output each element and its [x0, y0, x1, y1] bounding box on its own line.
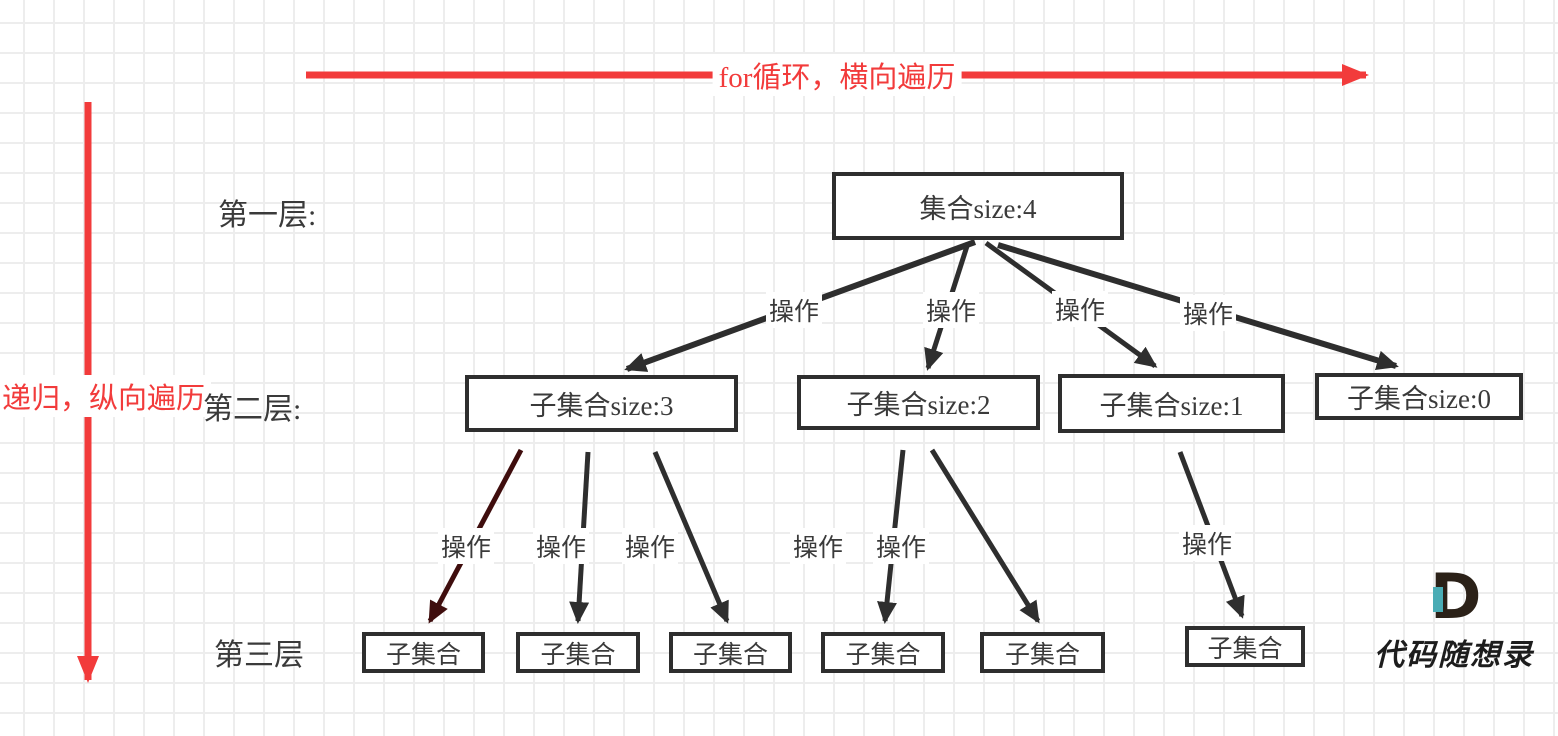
edge-label-operation-2: 操作: [922, 292, 980, 328]
edge-label-operation-5: 操作: [437, 528, 495, 564]
recursion-label: 递归，纵向遍历: [0, 375, 212, 417]
node-subset-size0: 子集合size:0: [1315, 373, 1523, 420]
layer3-label: 第三层: [214, 639, 304, 672]
node-subset-3: 子集合: [669, 632, 792, 673]
edge-size3-to-sub3: [652, 451, 730, 624]
edge-label-operation-7: 操作: [621, 528, 679, 564]
edge-label-operation-3: 操作: [1051, 291, 1109, 327]
node-subset-6: 子集合: [1185, 626, 1305, 667]
for-loop-label: for循环，横向遍历: [712, 54, 962, 96]
node-subset-1: 子集合: [362, 632, 485, 673]
layer2-label: 第二层:: [203, 393, 302, 426]
logo-wordmark: 代码随想录: [1374, 639, 1534, 672]
edge-label-operation-1: 操作: [765, 292, 823, 328]
edge-label-operation-6: 操作: [532, 528, 590, 564]
node-subset-5: 子集合: [980, 632, 1105, 673]
edge-label-operation-8: 操作: [789, 528, 847, 564]
node-subset-size1: 子集合size:1: [1058, 374, 1285, 433]
node-subset-4: 子集合: [821, 632, 945, 673]
brand-logo: D 代码随想录: [1368, 566, 1548, 674]
edge-label-operation-10: 操作: [1178, 525, 1236, 561]
edge-label-operation-9: 操作: [872, 528, 930, 564]
node-subset-2: 子集合: [516, 632, 640, 673]
node-subset-size3: 子集合size:3: [465, 375, 738, 432]
edge-label-operation-4: 操作: [1179, 295, 1237, 331]
layer1-label: 第一层:: [218, 199, 317, 232]
edge-size2-to-sub5: [929, 448, 1041, 624]
logo-teal-accent: [1433, 587, 1443, 612]
node-subset-size2: 子集合size:2: [797, 375, 1040, 430]
node-root: 集合size:4: [832, 172, 1124, 240]
